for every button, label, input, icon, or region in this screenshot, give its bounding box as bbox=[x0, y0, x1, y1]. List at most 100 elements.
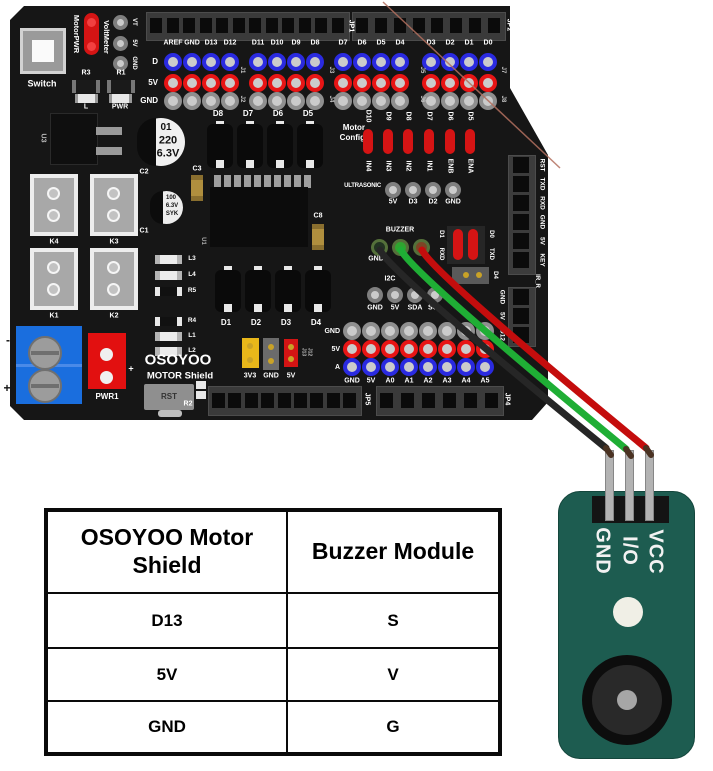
txd-label: TXD bbox=[488, 248, 494, 260]
pin-gnd bbox=[334, 92, 352, 110]
jumper-5v bbox=[284, 339, 298, 367]
j-label: J6 bbox=[419, 95, 425, 103]
jp4-header-hole bbox=[464, 392, 477, 408]
bt-header-hole bbox=[513, 214, 529, 230]
pin-5v bbox=[249, 74, 267, 92]
pin-5v bbox=[202, 74, 220, 92]
transistor-label: D6 bbox=[272, 109, 284, 118]
buzzer-pin-d13 bbox=[412, 238, 430, 256]
pin-digital bbox=[353, 53, 371, 71]
transistor-tab bbox=[276, 160, 284, 168]
jp2-header-hole bbox=[488, 18, 500, 33]
pin-5v bbox=[343, 340, 361, 358]
buzzer-module-pin-vcc bbox=[645, 450, 654, 521]
analog-pin-label: GND bbox=[344, 377, 360, 385]
motor-terminal bbox=[90, 248, 138, 310]
pin-i2c bbox=[387, 287, 403, 303]
jp5-header-hole bbox=[326, 392, 340, 408]
buzzer-pin-gnd-label: GND bbox=[368, 255, 384, 263]
u1-pin bbox=[294, 175, 301, 188]
led-res-label: L2 bbox=[188, 346, 196, 354]
jp2-header-hole bbox=[431, 18, 444, 33]
pin-5v bbox=[400, 340, 418, 358]
jp5-header-hole bbox=[244, 392, 258, 408]
table-cell: S bbox=[288, 594, 498, 649]
diode-label: D3 bbox=[280, 318, 292, 327]
motor-config-top-label: D5 bbox=[466, 111, 474, 121]
row-label-d: D bbox=[152, 57, 158, 66]
led-res-label: L1 bbox=[188, 331, 196, 339]
l-led bbox=[75, 94, 98, 103]
u1-pin bbox=[234, 175, 241, 188]
pin-5v bbox=[372, 74, 390, 92]
u3-leg bbox=[96, 147, 122, 155]
jp4-header-hole bbox=[401, 392, 414, 408]
digital-pin-label: D9 bbox=[291, 39, 301, 47]
digital-pin-label: D13 bbox=[204, 39, 218, 47]
jp2-header-hole bbox=[469, 18, 482, 33]
motor-config-bottom-label: IN2 bbox=[404, 160, 412, 172]
pin-analog bbox=[438, 358, 456, 376]
motorpwr-label: MotorPWR bbox=[71, 14, 81, 54]
led-res-label: L4 bbox=[188, 270, 196, 278]
wiring-table: OSOYOO Motor Shield Buzzer Module D13 S … bbox=[44, 508, 502, 756]
terminal-hole bbox=[47, 187, 60, 200]
pin-gnd bbox=[372, 92, 390, 110]
ultrasonic-pin-label: GND bbox=[445, 198, 461, 206]
pin-gnd bbox=[306, 92, 324, 110]
pin-5v bbox=[287, 74, 305, 92]
jp5-header-hole bbox=[228, 392, 242, 408]
jumper-gnd-label: GND bbox=[263, 372, 279, 380]
voltmeter-pin bbox=[112, 55, 128, 71]
pin-5v bbox=[422, 74, 440, 92]
motor-terminal bbox=[90, 174, 138, 236]
jp2-header-hole bbox=[374, 18, 387, 33]
pin-gnd bbox=[457, 322, 475, 340]
pin-5v bbox=[391, 74, 409, 92]
diode-label: D2 bbox=[250, 318, 262, 327]
pin-gnd bbox=[353, 92, 371, 110]
jp5-header-hole bbox=[212, 392, 225, 408]
pin-5v bbox=[353, 74, 371, 92]
jumper-dot bbox=[463, 272, 469, 278]
plus-mark: + bbox=[3, 381, 11, 395]
voltmeter-pin bbox=[112, 14, 128, 30]
pin-5v bbox=[479, 74, 497, 92]
table-header-shield: OSOYOO Motor Shield bbox=[48, 512, 288, 594]
ultrasonic-pin-label: 5V bbox=[388, 198, 398, 206]
table-cell: V bbox=[288, 649, 498, 702]
pin-gnd bbox=[476, 322, 494, 340]
jp4-header-hole bbox=[485, 392, 498, 408]
cap-large-text: 01 bbox=[160, 122, 172, 133]
jp2-header-hole bbox=[356, 18, 368, 33]
jp1-header-hole bbox=[166, 18, 179, 33]
terminal-hole bbox=[47, 283, 60, 296]
terminal-hole bbox=[107, 209, 120, 222]
pin-gnd bbox=[381, 322, 399, 340]
i2c-pin-label: GND bbox=[367, 304, 383, 312]
buzzer-pin-gnd bbox=[370, 238, 388, 256]
k-label: K1 bbox=[49, 312, 59, 320]
analog-pin-label: A4 bbox=[461, 377, 471, 385]
pin-digital bbox=[164, 53, 182, 71]
diode-label: D4 bbox=[310, 318, 322, 327]
u1-pin bbox=[214, 175, 221, 188]
pin-gnd bbox=[400, 322, 418, 340]
jp5-header-hole bbox=[293, 392, 307, 408]
u3-body bbox=[50, 113, 98, 165]
pin-gnd bbox=[391, 92, 409, 110]
pwr-led-label: PWR bbox=[111, 103, 129, 111]
j12-label: J12 bbox=[306, 347, 313, 357]
pwr1-label: PWR1 bbox=[95, 392, 119, 401]
digital-pin-label: D0 bbox=[483, 39, 493, 47]
jp1-header-hole bbox=[315, 18, 328, 33]
jp1-header-hole bbox=[183, 18, 196, 33]
pin-analog bbox=[343, 358, 361, 376]
bt-header-pin-label: RXD bbox=[538, 196, 546, 210]
transistor-label: D7 bbox=[242, 109, 254, 118]
j-label: J1 bbox=[239, 66, 245, 74]
screw-slot bbox=[31, 351, 59, 355]
r2-chip bbox=[196, 391, 206, 399]
pin-digital bbox=[479, 53, 497, 71]
u1-pin bbox=[244, 175, 251, 188]
